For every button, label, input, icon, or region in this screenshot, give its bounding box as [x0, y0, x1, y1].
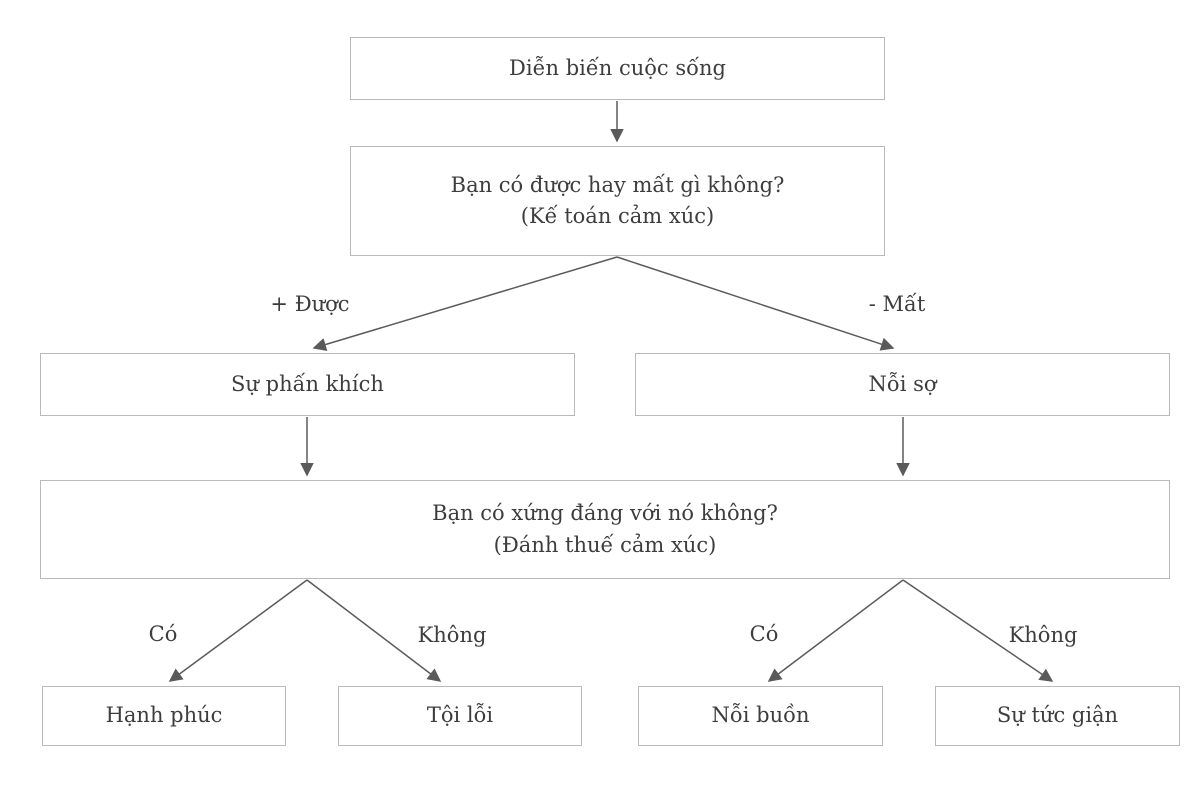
node-happiness-label: Hạnh phúc [105, 703, 223, 728]
node-fear-label: Nỗi sợ [868, 371, 937, 396]
node-guilt: Tội lỗi [338, 686, 582, 746]
edge-label-no-right: Không [1008, 623, 1078, 647]
node-gain-lose-question-line1: Bạn có được hay mất gì không? [450, 172, 785, 197]
arrow-deserve-to-sadness [767, 579, 904, 682]
node-guilt-label: Tội lỗi [426, 703, 494, 728]
arrow-question-to-fear [616, 256, 895, 351]
node-deserve-question-line2: (Đánh thuế cảm xúc) [493, 532, 717, 557]
node-sadness-label: Nỗi buồn [711, 703, 810, 728]
arrow-deserve-to-guilt [306, 579, 442, 682]
node-excitement: Sự phấn khích [40, 353, 575, 416]
arrow-deserve-to-happiness [168, 579, 308, 682]
arrow-deserve-to-anger [902, 579, 1054, 682]
edge-label-no-left: Không [417, 623, 487, 647]
edge-label-lose: - Mất [868, 292, 926, 316]
node-anger-label: Sự tức giận [996, 703, 1119, 728]
node-excitement-label: Sự phấn khích [231, 371, 384, 396]
node-sadness: Nỗi buồn [638, 686, 883, 746]
node-fear: Nỗi sợ [635, 353, 1170, 416]
node-life-events: Diễn biến cuộc sống [350, 37, 885, 100]
node-happiness: Hạnh phúc [42, 686, 286, 746]
node-deserve-question-line1: Bạn có xứng đáng với nó không? [432, 501, 778, 525]
edge-label-yes-left: Có [148, 622, 178, 646]
node-gain-lose-question: Bạn có được hay mất gì không? (Kế toán c… [350, 146, 885, 256]
node-anger: Sự tức giận [935, 686, 1180, 746]
arrow-question-to-excitement [312, 256, 618, 352]
edge-label-gain: + Được [270, 292, 350, 316]
node-gain-lose-question-line2: (Kế toán cảm xúc) [520, 204, 715, 228]
node-life-events-label: Diễn biến cuộc sống [509, 55, 726, 80]
edge-label-yes-right: Có [749, 622, 779, 646]
node-deserve-question: Bạn có xứng đáng với nó không? (Đánh thu… [40, 480, 1170, 579]
